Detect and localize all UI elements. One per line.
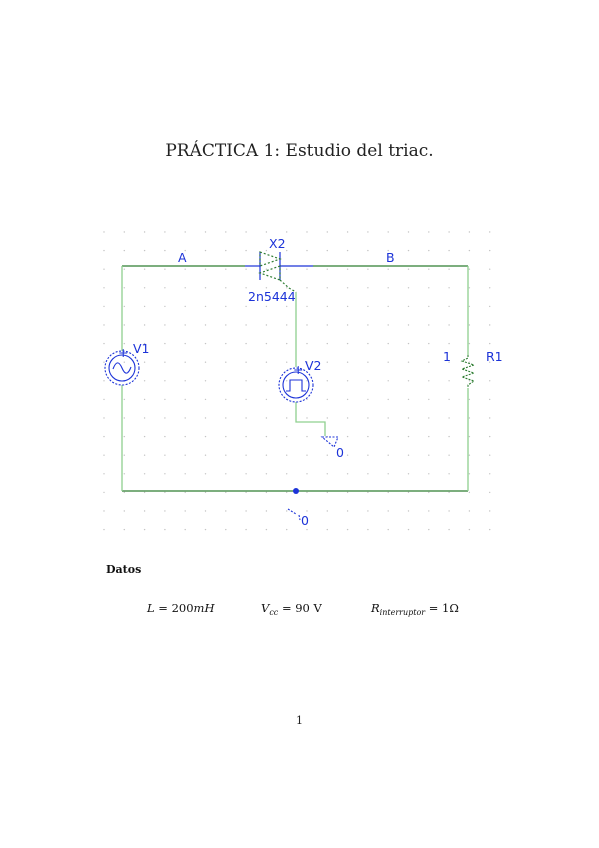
wire-v2-ground (295, 402, 326, 436)
triac-symbol-icon (245, 251, 313, 293)
resistor-value: 1 (443, 349, 451, 364)
ground-icon (287, 508, 301, 521)
source-v1-label: V1 (133, 341, 150, 356)
ground-icon (320, 436, 339, 448)
svg-text:+: + (118, 345, 128, 360)
node-label-a: A (178, 250, 187, 265)
voltage-equation: Vcc = 90 V (261, 601, 322, 617)
triac-reference: X2 (269, 236, 286, 251)
triac-model: 2n5444 (248, 289, 296, 304)
sine-source-icon: + (104, 345, 140, 386)
svg-text:+: + (293, 362, 303, 377)
pulse-source-icon: + (278, 362, 314, 403)
schematic-grid (103, 231, 491, 531)
junction-dot (293, 488, 299, 494)
ground-label-main: 0 (301, 513, 309, 528)
page-title: PRÁCTICA 1: Estudio del triac. (165, 141, 434, 161)
switch-resistance-equation: Rinterruptor = 1Ω (371, 601, 459, 617)
ground-label-gate: 0 (336, 445, 344, 460)
node-label-b: B (386, 250, 395, 265)
page-number: 1 (296, 714, 303, 727)
data-heading: Datos (106, 563, 142, 576)
resistor-reference: R1 (486, 349, 503, 364)
wires (121, 265, 469, 492)
resistor-icon (460, 355, 476, 388)
source-v2-label: V2 (305, 358, 322, 373)
inductance-equation: L = 200mH (147, 601, 215, 615)
